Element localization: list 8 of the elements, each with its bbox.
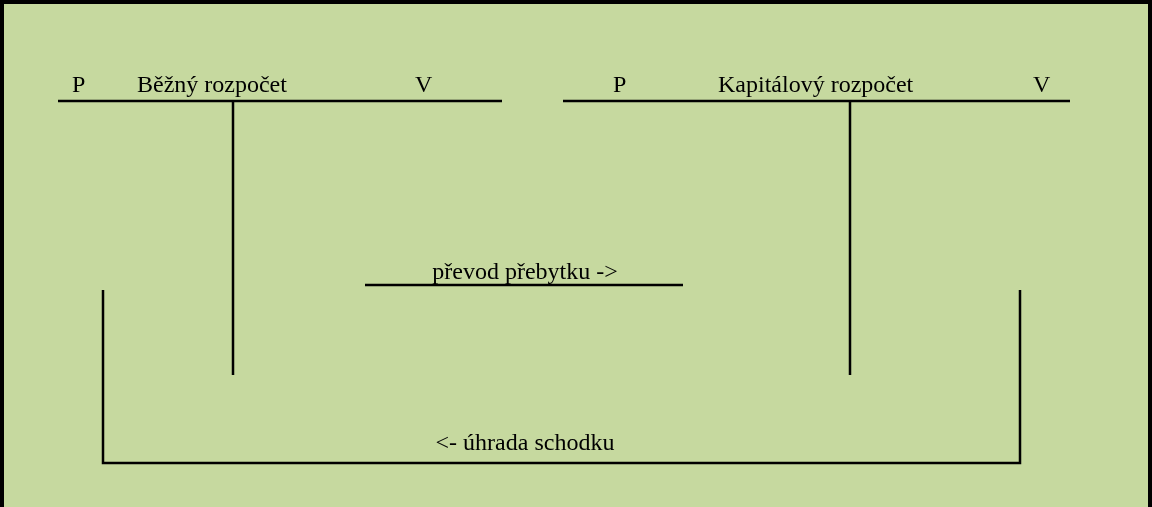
account-title: Kapitálový rozpočet [718, 70, 914, 98]
flow-label: převod přebytku -> [432, 257, 618, 285]
column-label: P [613, 70, 627, 98]
column-label: V [415, 70, 433, 98]
column-label: V [1033, 70, 1051, 98]
account-title: Běžný rozpočet [137, 70, 287, 98]
flow-label: <- úhrada schodku [435, 428, 615, 456]
column-label: P [72, 70, 86, 98]
